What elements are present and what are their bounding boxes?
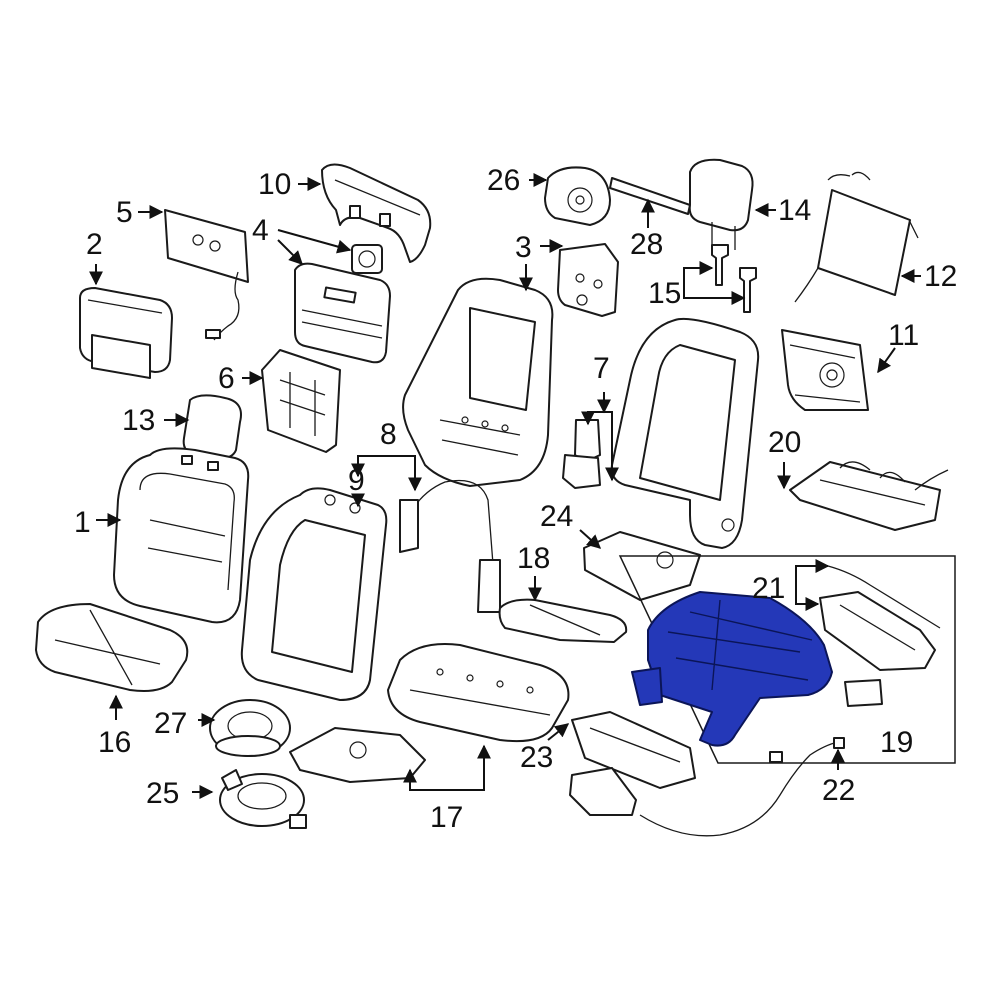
callout-7: 7 <box>593 352 610 385</box>
part-26-recliner-motor <box>544 166 611 226</box>
callout-16: 16 <box>98 726 131 759</box>
callout-9: 9 <box>348 464 365 497</box>
part-backrest-frame <box>610 317 760 549</box>
part-24-seat-pan <box>583 531 701 601</box>
part-9-side-frame <box>240 487 388 701</box>
callout-3: 3 <box>515 231 532 264</box>
callout-17: 17 <box>430 801 463 834</box>
part-22-wire-harness <box>639 737 845 837</box>
callout-14: 14 <box>778 194 811 227</box>
part-11-lumbar-mechanism <box>781 329 869 411</box>
callout-15: 15 <box>648 277 681 310</box>
callout-10: 10 <box>258 168 291 201</box>
part-2-rear-panel <box>79 287 173 379</box>
callout-27: 27 <box>154 707 187 740</box>
part-21-adjuster <box>819 565 941 707</box>
part-12-heater-pad <box>794 171 919 303</box>
callout-2: 2 <box>86 228 103 261</box>
callout-4: 4 <box>252 214 269 247</box>
callout-13: 13 <box>122 404 155 437</box>
callout-25: 25 <box>146 777 179 810</box>
callout-23: 23 <box>520 741 553 774</box>
part-27-speaker <box>209 699 291 757</box>
part-23-switch-assembly <box>569 711 696 816</box>
leader-lines <box>89 173 921 799</box>
callout-11: 11 <box>888 319 919 352</box>
part-17-base-plate <box>289 727 426 783</box>
callout-21: 21 <box>752 572 785 605</box>
callout-20: 20 <box>768 426 801 459</box>
callout-19: 19 <box>880 726 913 759</box>
part-4-backrest-module <box>294 244 391 364</box>
callout-1: 1 <box>74 506 91 539</box>
part-1-back-cover <box>113 447 250 624</box>
callout-22: 22 <box>822 774 855 807</box>
part-20-lower-pad <box>789 461 949 531</box>
part-17-seat-foam <box>387 643 570 743</box>
part-7-actuator <box>562 419 601 489</box>
part-5-lumbar-panel <box>164 209 249 341</box>
part-18-lower-bracket <box>498 598 628 643</box>
part-3-bracket-plate <box>557 243 619 317</box>
part-19-seat-track-highlighted <box>631 591 833 747</box>
callout-labels: 1 2 3 4 5 6 7 8 9 10 11 12 13 14 15 16 1… <box>74 164 957 834</box>
part-15-guides <box>711 244 757 313</box>
callout-24: 24 <box>540 500 573 533</box>
callout-28: 28 <box>630 228 663 261</box>
part-6-back-plate <box>261 349 341 453</box>
callout-26: 26 <box>487 164 520 197</box>
callout-18: 18 <box>517 542 550 575</box>
callout-6: 6 <box>218 362 235 395</box>
part-25-speaker-housing <box>219 769 307 829</box>
part-14-headrest <box>688 158 754 250</box>
part-28-trim-strip <box>609 177 691 215</box>
callout-8: 8 <box>380 418 397 451</box>
callout-5: 5 <box>116 196 133 229</box>
part-seat-back-foam <box>402 277 554 487</box>
part-8-cable-bracket <box>399 479 501 613</box>
part-16-cushion-cover <box>35 603 189 692</box>
callout-12: 12 <box>924 260 957 293</box>
part-10-upper-trim <box>321 163 432 263</box>
